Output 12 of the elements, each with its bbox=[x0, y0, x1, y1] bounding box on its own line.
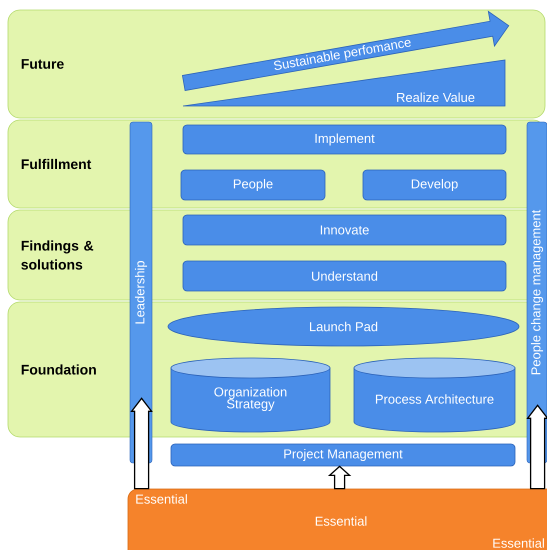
process-box: Implement bbox=[182, 124, 506, 154]
process-box: Develop bbox=[362, 170, 506, 200]
block-arrow bbox=[130, 397, 153, 490]
block-arrow bbox=[328, 466, 352, 490]
base-box: Essential Essential Essential bbox=[128, 488, 547, 550]
cylinder: Organization Strategy bbox=[170, 358, 330, 432]
process-box: People bbox=[180, 170, 326, 200]
process-box: Innovate bbox=[182, 214, 506, 246]
block-arrow bbox=[526, 404, 547, 490]
process-box: Understand bbox=[182, 260, 506, 292]
process-box: Project Management bbox=[170, 444, 516, 466]
cylinder: Process Architecture bbox=[354, 358, 516, 432]
